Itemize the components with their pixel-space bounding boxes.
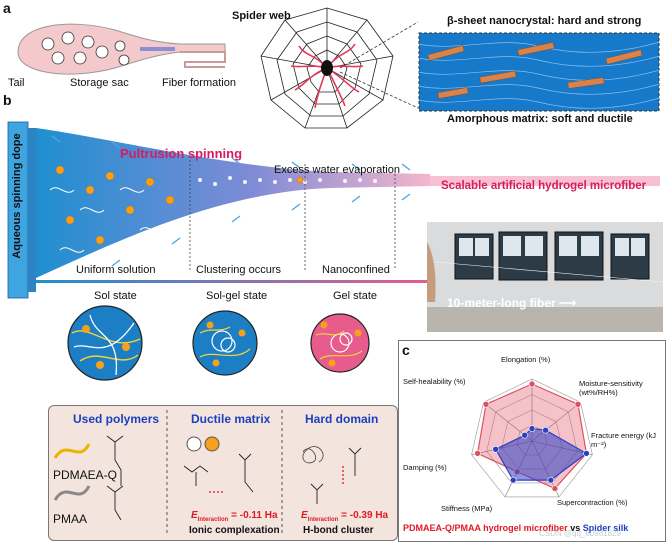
legend-hydrogel: PDMAEA-Q/PMAA hydrogel microfiber (403, 523, 568, 533)
legend-silk: Spider silk (582, 523, 629, 533)
radar-point-0-1 (574, 400, 582, 408)
beta-sheet-label: β-sheet nanocrystal: hard and strong (447, 15, 642, 27)
ductile-title: Ductile matrix (191, 412, 271, 426)
photo-caption-text: 10-meter-long fiber (447, 296, 556, 310)
radar-axis-label-5: Damping (%) (403, 463, 447, 472)
radar-point-1-4 (509, 476, 517, 484)
sol-state-label: Sol state (94, 290, 137, 302)
silk-gland-illustration (17, 23, 226, 75)
radar-point-1-2 (583, 450, 590, 457)
e-hard: EInteraction = -0.39 Ha (301, 510, 388, 523)
gel-state-label: Gel state (333, 290, 378, 302)
e-symbol: E (191, 510, 198, 521)
watermark: CSDN @qq_60981829 (539, 529, 621, 538)
radar-axis-label-6: Self-healability (%) (403, 377, 466, 386)
radar-axis-label-1: Moisture-sensitivity (wt%/RH%) (579, 379, 643, 397)
spider-web-illustration (260, 7, 394, 129)
radar-chart (471, 378, 593, 498)
state-circles (67, 305, 370, 381)
radar-series-1 (494, 427, 588, 481)
e-hard-value: = -0.39 Ha (341, 510, 389, 521)
sol-gel-state-label: Sol-gel state (206, 290, 268, 302)
radar-panel: c Elongation (%) Moisture-sensitivity (w… (398, 340, 666, 542)
aqueous-dope-label: Aqueous spinning dope (11, 133, 23, 259)
radar-point-1-0 (528, 425, 536, 432)
panel-b-letter: b (3, 92, 12, 108)
radar-point-0-0 (528, 380, 536, 388)
radar-grid-ring-4 (471, 378, 593, 498)
fiber-photo: 10-meter-long fiber ⟶ (427, 222, 663, 332)
hbond-label: H-bond cluster (303, 525, 374, 536)
stage-clustering-label: Clustering occurs (196, 264, 281, 276)
fiber-formation-label: Fiber formation (162, 77, 236, 89)
polymer-structures (53, 435, 362, 521)
spider-web-label: Spider web (232, 10, 291, 22)
silk-structure-zoom-lines (340, 21, 419, 109)
storage-sac-label: Storage sac (70, 77, 129, 89)
microfiber-label: Scalable artificial hydrogel microfiber (441, 180, 647, 192)
radar-point-1-1 (542, 426, 549, 434)
radar-axis-label-4: Stiffness (MPa) (441, 504, 493, 513)
panel-a-letter: a (3, 0, 11, 16)
amorphous-label: Amorphous matrix: soft and ductile (447, 113, 633, 125)
evaporation-label: Excess water evaporation (274, 164, 400, 176)
radar-axis-label-0: Elongation (%) (501, 355, 551, 364)
radar-point-1-6 (521, 431, 528, 439)
photo-caption: 10-meter-long fiber ⟶ (447, 296, 577, 310)
stage-uniform-label: Uniform solution (76, 264, 156, 276)
e-ductile: EInteraction = -0.11 Ha (191, 510, 278, 523)
e-sub-2: Interaction (307, 517, 339, 523)
radar-point-1-5 (492, 446, 499, 453)
ionic-label: Ionic complexation (189, 525, 280, 536)
polymer1-label: PDMAEA-Q (53, 468, 118, 482)
e-symbol-2: E (301, 510, 308, 521)
radar-point-1-3 (547, 476, 555, 484)
e-sub: Interaction (197, 517, 229, 523)
panel-c-letter: c (402, 342, 410, 358)
radar-point-0-6 (482, 400, 490, 408)
radar-point-0-3 (551, 485, 559, 492)
radar-axis-label-2: Fracture energy (kJ m⁻²) (591, 431, 657, 449)
radar-legend: PDMAEA-Q/PMAA hydrogel microfiber vs Spi… (403, 523, 628, 533)
polymer-box: Used polymers Ductile matrix Hard domain… (48, 405, 398, 541)
box-dividers (166, 410, 283, 536)
radar-grid-ring-3 (486, 394, 578, 484)
e-ductile-value: = -0.11 Ha (231, 510, 278, 521)
spinning-process-illustration (7, 121, 660, 299)
polymer2-label: PMAA (53, 512, 88, 526)
used-polymers-title: Used polymers (73, 412, 160, 426)
hard-title: Hard domain (305, 412, 379, 426)
silk-nanostructure-box (418, 32, 660, 112)
stage-nanoconfined-label: Nanoconfined (322, 264, 390, 276)
radar-axis-label-3: Supercontraction (%) (557, 498, 628, 507)
tail-label: Tail (8, 77, 25, 89)
radar-point-0-5 (474, 450, 481, 457)
pultrusion-label: Pultrusion spinning (120, 146, 243, 161)
legend-vs: vs (567, 523, 583, 533)
